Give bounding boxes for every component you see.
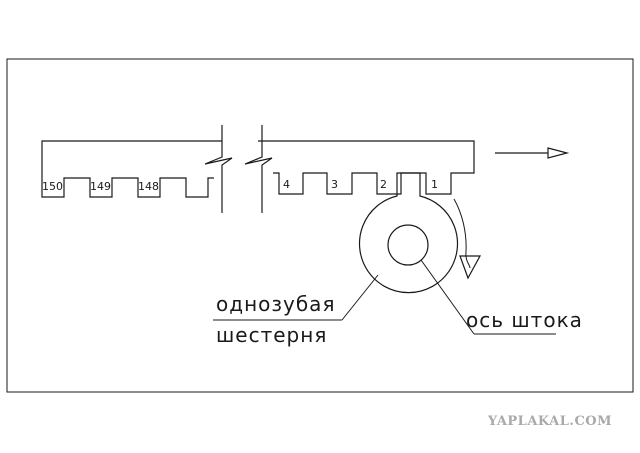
tooth-label-3: 3 (331, 178, 338, 191)
tooth-label-2: 2 (380, 178, 387, 191)
gear-label-line2: шестерня (216, 323, 327, 347)
break-line-left (204, 125, 233, 213)
tooth-label-4: 4 (283, 178, 290, 191)
single-tooth-gear (358, 172, 459, 294)
tooth-label-1: 1 (431, 178, 438, 191)
rotation-arc (453, 198, 471, 269)
rack-left-segment (41, 140, 222, 198)
tooth-label-148: 148 (138, 180, 159, 193)
axis-label: ось штока (466, 308, 583, 332)
right-arrow-icon (547, 147, 570, 159)
watermark: YAPLAKAL.COM (487, 414, 612, 429)
break-line-right (244, 125, 273, 213)
tooth-label-150: 150 (42, 180, 63, 193)
rotation-arrow-icon (459, 255, 482, 280)
gear-label-line1: однозубая (216, 292, 335, 316)
rack-right-segment (258, 140, 475, 195)
axis-leader-line (420, 259, 475, 335)
gear-axle (387, 224, 429, 266)
gear-leader-line (341, 274, 379, 321)
drawing-frame (6, 58, 634, 393)
tooth-label-149: 149 (90, 180, 111, 193)
